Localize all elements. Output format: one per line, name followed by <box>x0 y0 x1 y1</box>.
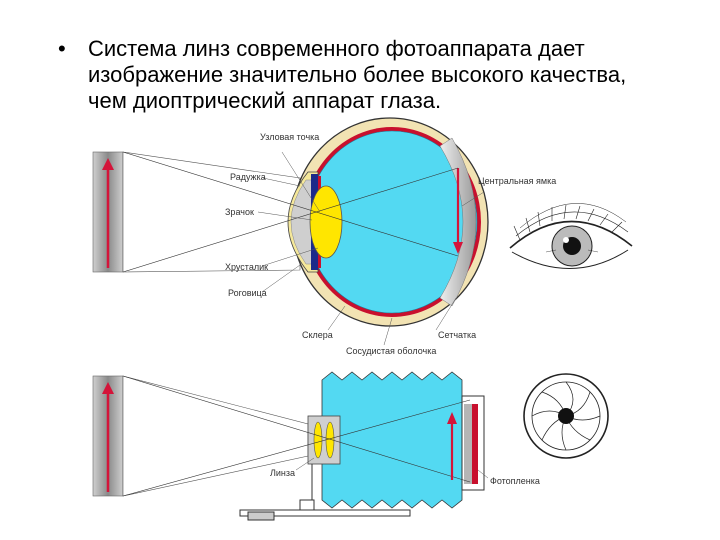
human-eye-drawing <box>509 203 633 269</box>
camera-lens-element-1 <box>313 421 323 459</box>
ray-top <box>122 151 459 257</box>
bullet-symbol: • <box>58 36 66 61</box>
label-iris: Радужка <box>230 172 266 182</box>
label-lens-eye: Хрусталик <box>225 262 268 272</box>
camera-rail <box>239 464 411 521</box>
retina-image-arrowhead <box>453 242 463 254</box>
iris-top <box>311 174 318 208</box>
bullet-text: Система линз современного фотоаппарата д… <box>88 36 627 113</box>
camera-ray-bottom <box>122 399 471 497</box>
label-film: Фотопленка <box>490 476 540 486</box>
light-cone-eye <box>122 151 301 273</box>
light-cone-camera <box>122 375 309 497</box>
ray-bottom <box>122 167 459 273</box>
label-nodal-point: Узловая точка <box>260 132 319 142</box>
aperture-diaphragm <box>523 373 609 459</box>
film-image-arrowhead <box>447 412 457 424</box>
camera-bellows <box>321 371 463 509</box>
camera-ray-top <box>122 375 471 483</box>
iris-bottom <box>311 236 318 270</box>
label-pupil: Зрачок <box>225 207 254 217</box>
label-camera-lens: Линза <box>270 468 295 478</box>
label-sclera: Склера <box>302 330 333 340</box>
label-central-fovea: Центральная ямка <box>478 176 556 186</box>
crystalline-lens <box>309 185 343 259</box>
object-arrowhead-camera <box>102 382 114 394</box>
retina-band <box>439 137 477 307</box>
label-retina: Сетчатка <box>438 330 476 340</box>
label-choroid: Сосудистая оболочка <box>346 346 436 356</box>
lens-barrel <box>307 415 341 465</box>
film-layer-red <box>472 404 478 484</box>
object-arrowhead-eye <box>102 158 114 170</box>
film-layer-grey <box>464 404 472 484</box>
label-cornea: Роговица <box>228 288 267 298</box>
anterior-chamber <box>290 179 313 265</box>
